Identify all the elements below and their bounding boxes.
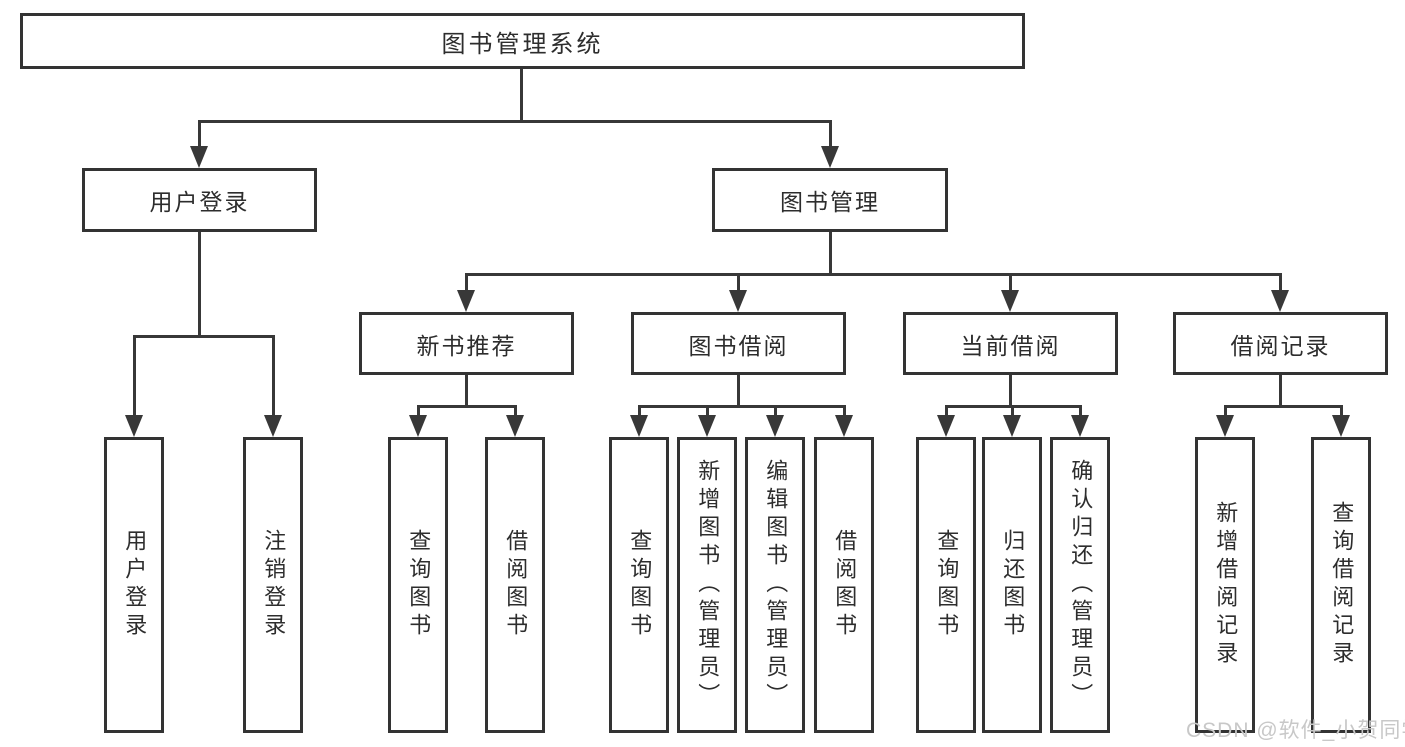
node-label: 借阅记录	[1230, 332, 1331, 359]
node-label: 确认归还（管理员）	[1068, 459, 1094, 711]
arrow-down-icon	[506, 415, 524, 437]
arrow-down-icon	[729, 290, 747, 312]
arrow-down-icon	[835, 415, 853, 437]
connector-line	[638, 405, 846, 408]
arrow-down-icon	[821, 146, 839, 168]
arrow-down-icon	[698, 415, 716, 437]
node-label: 新增借阅记录	[1213, 501, 1239, 669]
node-label: 编辑图书（管理员）	[763, 459, 789, 711]
node-book-management: 图书管理	[712, 168, 948, 232]
csdn-watermark: CSDN @软件_小贺同学	[1186, 719, 1405, 742]
connector-line	[829, 120, 832, 148]
node-label: 查询借阅记录	[1329, 501, 1355, 669]
connector-line	[133, 335, 274, 338]
connector-line	[829, 232, 832, 276]
connector-line	[465, 273, 1282, 276]
arrow-down-icon	[1003, 415, 1021, 437]
arrow-down-icon	[1271, 290, 1289, 312]
node-label: 查询图书	[406, 529, 432, 641]
node-label: 查询图书	[934, 529, 960, 641]
connector-line	[465, 375, 468, 408]
connector-line	[1009, 375, 1012, 408]
connector-line	[417, 405, 420, 417]
arrow-down-icon	[190, 146, 208, 168]
arrow-down-icon	[630, 415, 648, 437]
connector-line	[514, 405, 517, 417]
node-label: 用户登录	[149, 189, 250, 215]
node-label: 新书推荐	[416, 332, 517, 359]
node-label: 用户登录	[122, 529, 148, 641]
node-label: 借阅图书	[832, 529, 858, 641]
node-label: 图书管理系统	[441, 30, 604, 58]
connector-line	[945, 405, 948, 417]
node-label: 注销登录	[261, 529, 287, 641]
connector-line	[1279, 273, 1282, 292]
connector-line	[520, 69, 523, 123]
arrow-down-icon	[457, 290, 475, 312]
connector-line	[737, 273, 740, 292]
node-borrow-books-recommend: 借阅图书	[485, 437, 545, 733]
node-query-borrow-record: 查询借阅记录	[1311, 437, 1371, 733]
node-borrow-books: 借阅图书	[814, 437, 874, 733]
connector-line	[198, 232, 201, 338]
connector-line	[1011, 405, 1014, 417]
node-query-books-recommend: 查询图书	[388, 437, 448, 733]
arrow-down-icon	[937, 415, 955, 437]
arrow-down-icon	[1071, 415, 1089, 437]
node-book-borrowing: 图书借阅	[631, 312, 846, 375]
connector-line	[1340, 405, 1343, 417]
arrow-down-icon	[1332, 415, 1350, 437]
node-borrowing-records: 借阅记录	[1173, 312, 1388, 375]
arrow-down-icon	[264, 415, 282, 437]
node-add-books-admin: 新增图书（管理员）	[677, 437, 737, 733]
connector-line	[706, 405, 709, 417]
arrow-down-icon	[409, 415, 427, 437]
connector-line	[638, 405, 641, 417]
node-current-borrowing: 当前借阅	[903, 312, 1118, 375]
connector-line	[198, 120, 201, 148]
connector-line	[774, 405, 777, 417]
node-library-system: 图书管理系统	[20, 13, 1025, 69]
arrow-down-icon	[1001, 290, 1019, 312]
connector-line	[272, 335, 275, 417]
node-confirm-return-admin: 确认归还（管理员）	[1050, 437, 1110, 733]
connector-line	[465, 273, 468, 292]
node-user-login: 用户登录	[82, 168, 317, 232]
connector-line	[1079, 405, 1082, 417]
connector-line	[843, 405, 846, 417]
node-label: 归还图书	[1000, 529, 1026, 641]
node-label: 图书管理	[780, 189, 880, 215]
node-user-login-leaf: 用户登录	[104, 437, 164, 733]
connector-line	[1224, 405, 1227, 417]
connector-line	[1009, 273, 1012, 292]
node-query-books-borrowing: 查询图书	[609, 437, 669, 733]
connector-line	[133, 335, 136, 417]
node-new-book-recommend: 新书推荐	[359, 312, 574, 375]
node-return-books: 归还图书	[982, 437, 1042, 733]
node-add-borrow-record: 新增借阅记录	[1195, 437, 1255, 733]
node-edit-books-admin: 编辑图书（管理员）	[745, 437, 805, 733]
node-label: 图书借阅	[688, 332, 789, 359]
arrow-down-icon	[1216, 415, 1234, 437]
connector-line	[198, 120, 831, 123]
node-label: 新增图书（管理员）	[695, 459, 721, 711]
node-label: 借阅图书	[503, 529, 529, 641]
node-label: 查询图书	[627, 529, 653, 641]
connector-line	[1224, 405, 1343, 408]
arrow-down-icon	[125, 415, 143, 437]
connector-line	[1279, 375, 1282, 408]
arrow-down-icon	[766, 415, 784, 437]
node-query-books-current: 查询图书	[916, 437, 976, 733]
connector-line	[417, 405, 517, 408]
node-logout: 注销登录	[243, 437, 303, 733]
node-label: 当前借阅	[960, 332, 1061, 359]
connector-line	[737, 375, 740, 408]
